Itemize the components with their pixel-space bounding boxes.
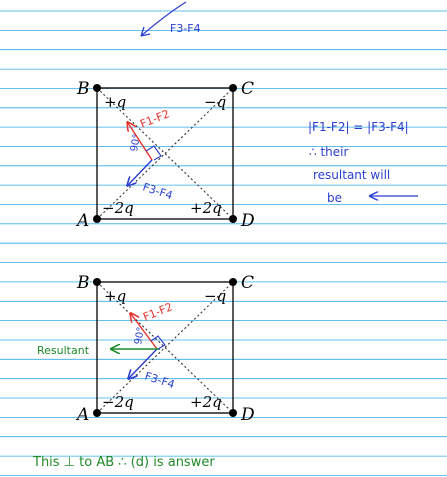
corner-dot-a	[93, 215, 101, 223]
side-note-line-4: be	[327, 191, 342, 205]
charge-d: +2q	[190, 393, 222, 411]
charge-d: +2q	[190, 199, 222, 217]
corner-dot-c	[229, 278, 237, 286]
diagram-bottom: B C A D +q −q −2q +2q F1-F2 F3-F4 90° Re…	[37, 273, 255, 425]
corner-dot-c	[229, 84, 237, 92]
right-angle-mark	[150, 335, 166, 350]
top-force-label: F3-F4	[170, 22, 201, 35]
top-force-arrowhead	[140, 26, 151, 37]
top-force-arrow	[140, 1, 187, 37]
charge-b: +q	[104, 287, 126, 305]
corner-label-b: B	[76, 273, 90, 293]
charge-a: −2q	[102, 393, 134, 411]
corner-label-d: D	[240, 211, 255, 231]
charge-b: +q	[104, 93, 126, 111]
charge-c: −q	[204, 287, 226, 305]
side-note-line-1: |F1-F2| = |F3-F4|	[308, 120, 409, 134]
square-outline	[96, 87, 234, 220]
corner-dot-b	[93, 84, 101, 92]
side-note-line-2: ∴ their	[309, 145, 348, 159]
side-note: |F1-F2| = |F3-F4| ∴ their resultant will…	[308, 120, 418, 205]
force-arrow-f1-f2	[128, 123, 153, 161]
label-f3-f4: F3-F4	[143, 369, 176, 391]
charge-c: −q	[204, 93, 226, 111]
angle-label: 90°	[129, 133, 143, 152]
force-arrow-f3-f4	[129, 348, 158, 378]
corner-dot-a	[93, 409, 101, 417]
corner-label-c: C	[241, 79, 254, 99]
corner-dot-d	[229, 409, 237, 417]
corner-label-d: D	[240, 405, 255, 425]
corner-label-c: C	[241, 273, 254, 293]
top-note: F3-F4	[140, 1, 201, 37]
side-note-line-3: resultant will	[313, 168, 390, 182]
corner-label-a: A	[75, 211, 89, 231]
right-angle-mark	[145, 145, 162, 161]
charge-a: −2q	[102, 199, 134, 217]
force-arrow-f1-f2	[131, 314, 158, 350]
diagram-top: B C A D +q −q −2q +2q F1-F2 F3-F4 90°	[75, 79, 255, 231]
corner-dot-d	[229, 215, 237, 223]
corner-label-b: B	[76, 79, 90, 99]
corner-dot-b	[93, 278, 101, 286]
ruled-lines	[0, 10, 447, 476]
label-f3-f4: F3-F4	[141, 180, 174, 202]
angle-label: 90°	[133, 326, 147, 345]
square-outline	[96, 281, 234, 414]
corner-label-a: A	[75, 405, 89, 425]
resultant-label: Resultant	[37, 344, 90, 357]
force-arrow-f3-f4	[128, 159, 153, 185]
conclusion-text: This ⊥ to AB ∴ (d) is answer	[32, 455, 215, 470]
